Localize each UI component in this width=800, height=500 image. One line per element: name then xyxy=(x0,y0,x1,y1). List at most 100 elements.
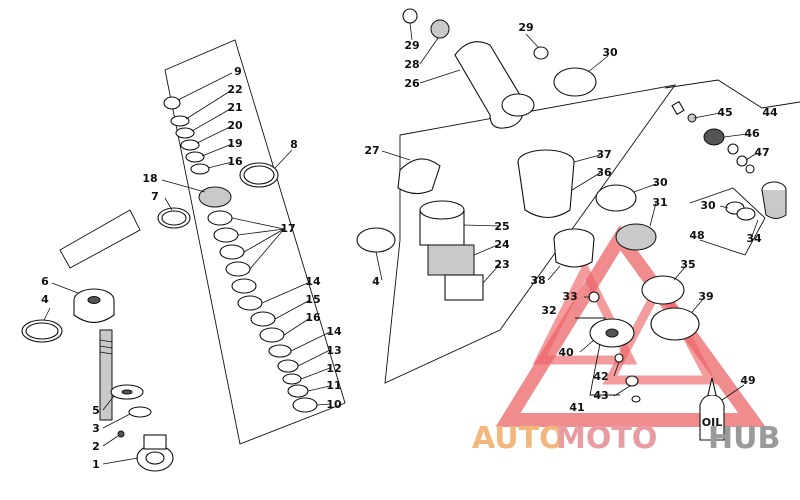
cap-38-body xyxy=(553,238,595,268)
part-label-l48: 48 xyxy=(689,229,704,242)
nut-41 xyxy=(631,395,641,403)
leader-46 xyxy=(723,133,748,138)
o-ring-39 xyxy=(650,307,700,341)
part-label-l23: 23 xyxy=(494,258,509,271)
seal-7-inner xyxy=(161,210,187,226)
part-label-l38: 38 xyxy=(530,274,545,287)
leader-18 xyxy=(161,179,206,193)
valve-33 xyxy=(588,291,600,303)
valve-assembly xyxy=(671,100,787,221)
part-label-l30c: 30 xyxy=(700,199,716,212)
shaft-thread-3 xyxy=(99,351,113,355)
retaining-ring-29b xyxy=(533,46,549,60)
part-label-l29b: 29 xyxy=(518,21,533,34)
part-label-l37: 37 xyxy=(596,148,611,161)
part-label-l42: 42 xyxy=(593,370,608,383)
leader-36 xyxy=(571,172,601,191)
watermark-text-hub: HUB xyxy=(708,421,780,456)
part-label-l36: 36 xyxy=(596,166,612,179)
leader-1 xyxy=(102,457,139,465)
shaft-group-outline xyxy=(59,209,141,269)
leader-30c xyxy=(719,205,729,209)
leader-28 xyxy=(419,37,439,65)
leader-49 xyxy=(721,384,745,401)
part-label-l33: 33 xyxy=(562,290,577,303)
leader-11 xyxy=(307,385,331,392)
part-label-l4b: 4 xyxy=(372,275,380,288)
ball-2 xyxy=(117,430,125,438)
part-label-l47: 47 xyxy=(754,146,769,159)
leader-8 xyxy=(274,149,293,169)
leader-4a xyxy=(43,307,51,321)
o-ring-30a xyxy=(553,67,597,97)
o-ring-30d xyxy=(736,207,756,221)
part-label-l22: 22 xyxy=(227,83,242,96)
leader-38 xyxy=(547,265,561,281)
leader-29b xyxy=(525,33,539,48)
o-ring-30b xyxy=(595,184,637,212)
lower-body-23 xyxy=(444,274,484,301)
leader-45 xyxy=(693,112,721,119)
part-label-l19: 19 xyxy=(227,137,242,150)
watermark-text-auto: AUTO xyxy=(472,421,565,456)
part-label-l16a: 16 xyxy=(227,155,243,168)
leader-22 xyxy=(185,89,233,120)
nut-10 xyxy=(292,397,318,413)
part-label-l49: 49 xyxy=(740,374,755,387)
leader-19 xyxy=(201,143,233,157)
shim-17-5 xyxy=(231,278,257,294)
leader-23 xyxy=(482,263,501,284)
washer-22 xyxy=(170,115,190,127)
washer-20 xyxy=(180,139,200,151)
shim-17-4 xyxy=(225,261,251,277)
part-label-l11: 11 xyxy=(326,379,341,392)
part-label-l39: 39 xyxy=(698,290,713,303)
bumper-6-body xyxy=(73,300,115,324)
leader-10 xyxy=(316,403,331,406)
leader-2 xyxy=(102,435,119,447)
o-ring-35 xyxy=(641,275,685,305)
leader-5 xyxy=(102,395,115,411)
part-label-l26: 26 xyxy=(404,77,420,90)
leader-43 xyxy=(613,385,631,397)
part-label-l40: 40 xyxy=(558,346,574,359)
reservoir-parts: OIL xyxy=(588,275,725,441)
oil-bottle-49 xyxy=(699,394,725,441)
leader-13 xyxy=(297,349,331,367)
leader-27 xyxy=(381,150,411,161)
leader-17a xyxy=(231,217,285,230)
part-label-l21: 21 xyxy=(227,101,242,114)
part-label-l30b: 30 xyxy=(652,176,668,189)
shim-17-1 xyxy=(207,210,233,226)
washer-19 xyxy=(185,151,205,163)
part-label-l2: 2 xyxy=(92,440,100,453)
part-label-l16b: 16 xyxy=(305,311,321,324)
bumper-6-hole xyxy=(87,296,101,304)
leader-29a xyxy=(409,22,413,41)
leader-16b xyxy=(283,317,311,336)
washer-16a xyxy=(190,163,210,175)
watermark-text-moto: MOTO xyxy=(556,421,657,456)
part-label-l27: 27 xyxy=(364,144,379,157)
part-label-l14a: 14 xyxy=(305,275,321,288)
part-label-l1: 1 xyxy=(92,458,100,471)
bushing-28 xyxy=(430,19,450,39)
shim-14a xyxy=(237,295,263,311)
leader-35 xyxy=(673,265,687,281)
part-label-l34: 34 xyxy=(746,232,762,245)
shim-11 xyxy=(287,384,309,398)
leader-39 xyxy=(691,297,705,313)
part-label-l9: 9 xyxy=(234,65,242,78)
watermark-text: AUTO MOTO HUB xyxy=(472,421,780,456)
leader-4b xyxy=(375,251,383,281)
shim-17-3 xyxy=(219,244,245,260)
leader-17b xyxy=(237,228,285,236)
leader-37 xyxy=(573,154,601,163)
leader-21 xyxy=(191,107,233,132)
leader-lines xyxy=(43,22,759,465)
part-label-l20: 20 xyxy=(227,119,243,132)
seal-31 xyxy=(615,223,657,251)
part-label-l10: 10 xyxy=(326,398,342,411)
leader-14a xyxy=(261,281,311,304)
